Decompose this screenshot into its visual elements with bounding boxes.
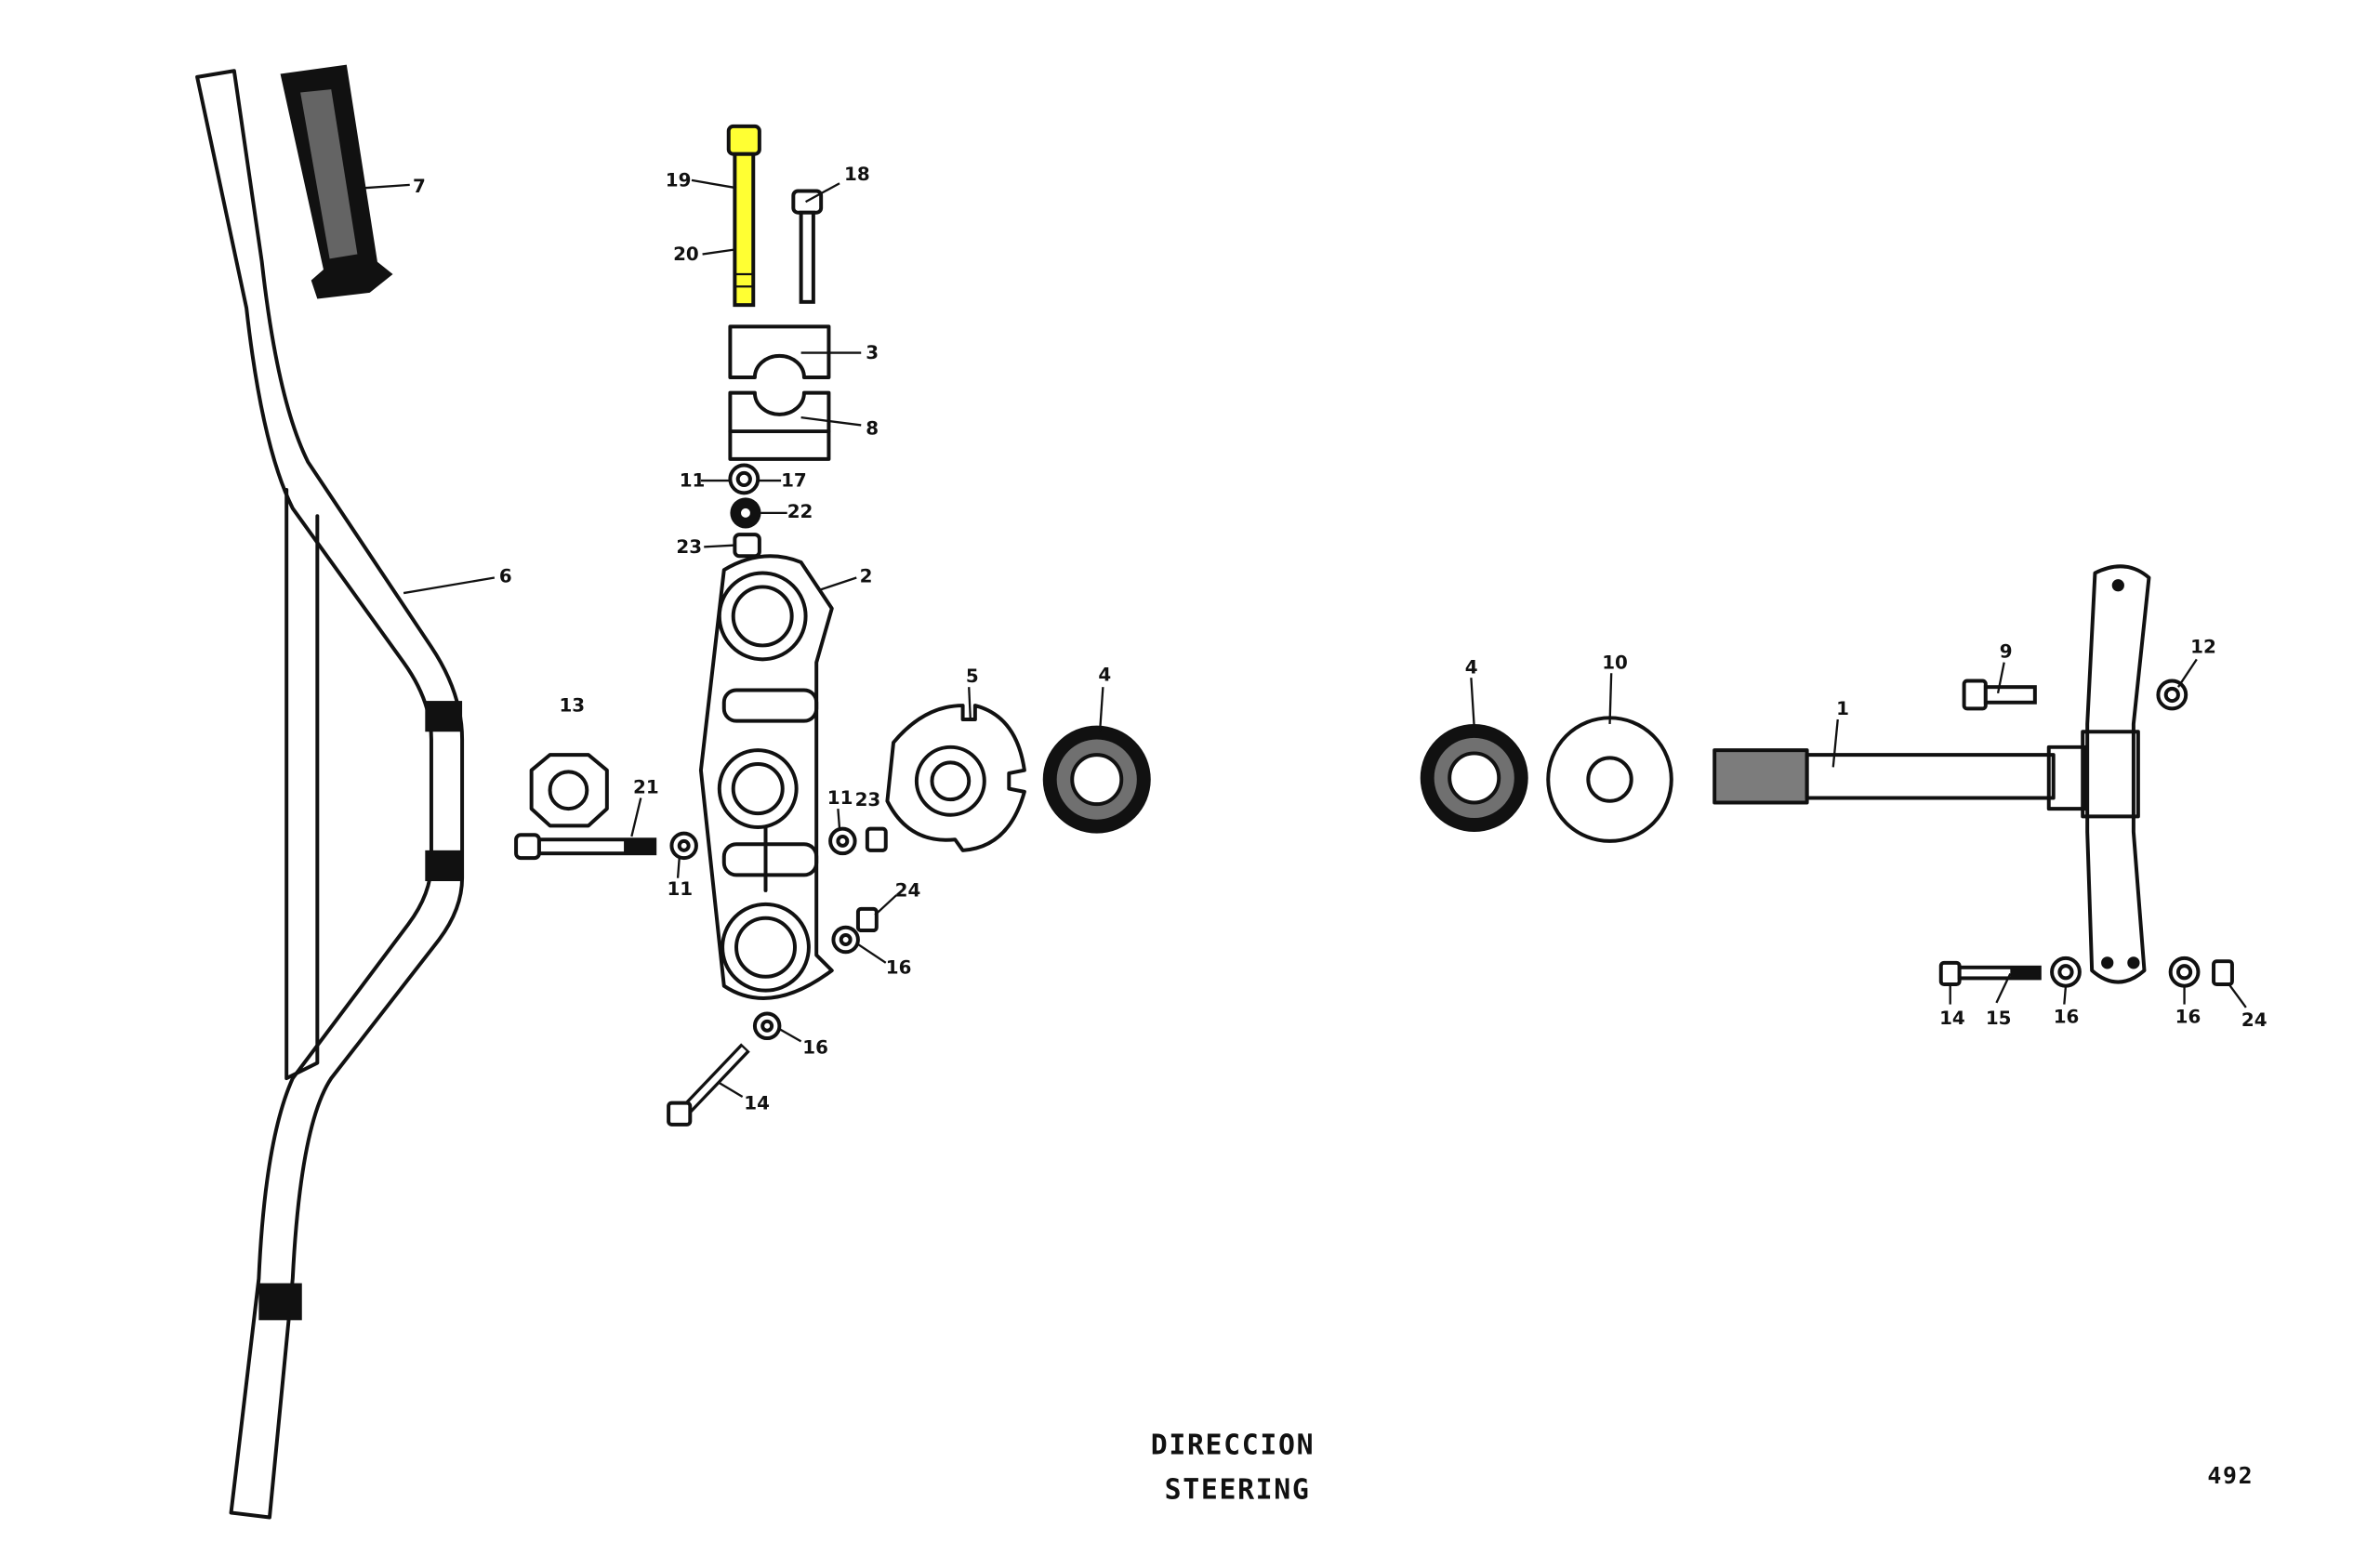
bearing-lower[interactable] <box>1420 723 1528 832</box>
clamp-lower[interactable] <box>728 390 831 461</box>
callout: 16 <box>886 956 912 978</box>
callout: 18 <box>844 164 870 185</box>
callout: 2 <box>860 565 873 586</box>
bolt-14-15[interactable] <box>1938 960 2042 987</box>
callout: 11 <box>827 787 853 809</box>
callout: 16 <box>2175 1006 2202 1027</box>
bolt-21[interactable] <box>514 833 657 861</box>
callout: 4 <box>1098 665 1111 686</box>
leader-lines <box>364 178 2247 1099</box>
callout: 23 <box>676 536 702 558</box>
callout: 15 <box>1986 1008 2012 1029</box>
small-washers[interactable] <box>669 826 888 1041</box>
dust-seal[interactable] <box>1546 716 1673 843</box>
callout: 4 <box>1465 656 1478 678</box>
callout: 24 <box>895 880 921 902</box>
title-spanish: DIRECCION <box>1151 1430 1315 1462</box>
callout: 20 <box>673 244 699 265</box>
nut-24[interactable] <box>2212 959 2234 987</box>
callout: 7 <box>413 176 426 197</box>
callout: 14 <box>744 1092 770 1114</box>
bearing-upper[interactable] <box>1042 725 1151 834</box>
callout: 1 <box>1836 698 1849 719</box>
callout: 12 <box>2190 637 2216 658</box>
callout: 16 <box>2054 1006 2080 1027</box>
title-english: STEERING <box>1165 1474 1311 1507</box>
callout: 21 <box>633 777 659 798</box>
bolt-18[interactable] <box>791 189 824 304</box>
callout: 19 <box>666 170 692 191</box>
callout: 17 <box>781 470 807 492</box>
nut-23[interactable] <box>733 533 761 559</box>
steering-nut[interactable] <box>529 753 609 828</box>
highlighted-bolt[interactable] <box>726 124 761 308</box>
bolt-9[interactable] <box>1962 679 2037 711</box>
callout: 6 <box>499 565 512 586</box>
page-number: 492 <box>2207 1462 2254 1489</box>
callout: 8 <box>866 417 879 439</box>
callout: 3 <box>866 342 879 363</box>
callout: 5 <box>966 666 979 687</box>
steering-stem[interactable] <box>1712 745 2088 811</box>
callout: 10 <box>1602 652 1628 673</box>
clamp-upper[interactable] <box>728 324 831 380</box>
bolt-14[interactable] <box>667 1043 750 1127</box>
callout: 23 <box>855 789 881 811</box>
handlebar[interactable] <box>195 69 465 1520</box>
callout: 11 <box>680 470 706 492</box>
callout: 11 <box>667 878 693 900</box>
callout: 16 <box>802 1037 828 1059</box>
callout: 9 <box>2000 641 2013 663</box>
callout: 13 <box>559 695 585 717</box>
lock-plate[interactable] <box>885 704 1026 852</box>
callout: 24 <box>2241 1009 2268 1031</box>
lower-yoke[interactable] <box>2081 564 2151 984</box>
handlebar-grip[interactable] <box>280 64 393 299</box>
callout: 14 <box>1939 1008 1965 1029</box>
callout-labels: 7 19 18 20 3 8 11 17 22 23 2 6 13 5 4 21… <box>413 164 2267 1114</box>
top-yoke[interactable] <box>698 554 834 1000</box>
callout: 22 <box>787 501 813 522</box>
